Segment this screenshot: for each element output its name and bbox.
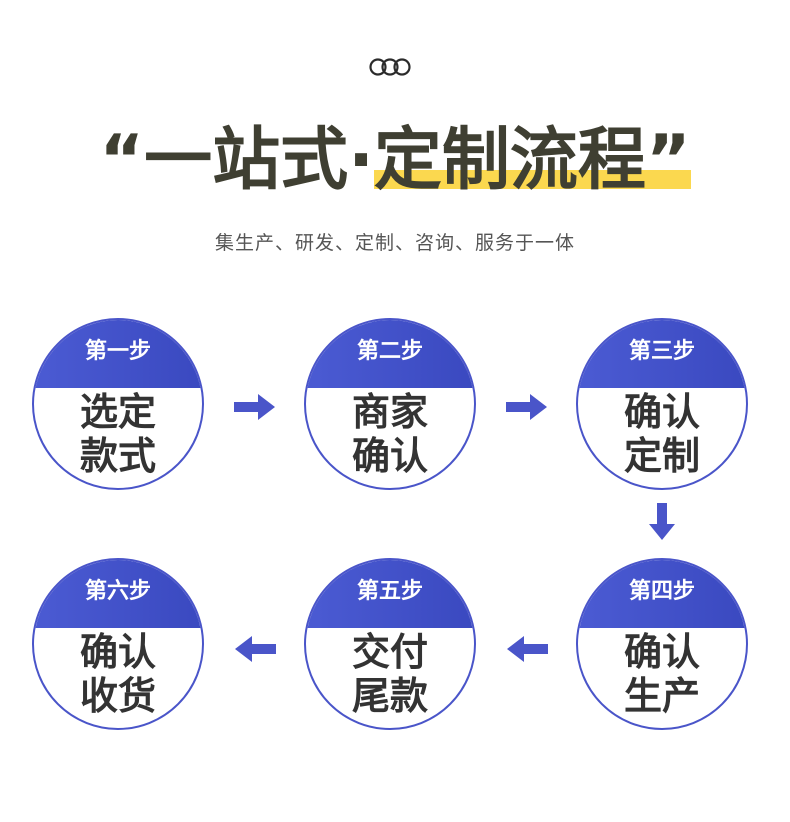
step-5-circle: 第五步 交付 尾款 xyxy=(304,558,476,730)
step-5-line-2: 尾款 xyxy=(351,674,428,718)
arrow-left-icon xyxy=(235,636,276,662)
step-3-text: 确认 定制 xyxy=(578,390,746,478)
step-3-line-2: 定制 xyxy=(623,434,700,478)
step-4-text: 确认 生产 xyxy=(578,630,746,718)
step-2-line-1: 商家 xyxy=(351,390,428,434)
subtitle: 集生产、研发、定制、咨询、服务于一体 xyxy=(214,232,575,254)
step-4-line-2: 生产 xyxy=(623,674,700,718)
step-2-line-2: 确认 xyxy=(351,434,428,478)
step-6-label: 第六步 xyxy=(34,560,202,628)
step-1-label: 第一步 xyxy=(34,320,202,388)
step-6-line-2: 收货 xyxy=(79,674,156,718)
title-part-two: 定制流程 xyxy=(373,121,646,200)
step-1-line-1: 选定 xyxy=(79,390,156,434)
step-2-circle: 第二步 商家 确认 xyxy=(304,318,476,490)
arrow-left-icon xyxy=(507,636,548,662)
step-6-text: 确认 收货 xyxy=(34,630,202,718)
page-title: “一站式·定制流程” xyxy=(0,118,790,204)
title-part-two-highlighted: 定制流程” xyxy=(373,121,691,200)
arrow-right-icon xyxy=(234,394,275,420)
step-1-text: 选定 款式 xyxy=(34,390,202,478)
step-4-circle: 第四步 确认 生产 xyxy=(576,558,748,730)
title-part-one: 一站式 xyxy=(144,121,349,200)
title-dot: · xyxy=(348,121,374,200)
quote-close: ” xyxy=(645,121,691,200)
step-6-circle: 第六步 确认 收货 xyxy=(32,558,204,730)
step-2-text: 商家 确认 xyxy=(306,390,474,478)
step-5-label: 第五步 xyxy=(306,560,474,628)
step-3-circle: 第三步 确认 定制 xyxy=(576,318,748,490)
step-5-line-1: 交付 xyxy=(351,630,428,674)
three-rings-icon xyxy=(369,58,411,76)
quote-open: “ xyxy=(99,121,145,200)
step-1-circle: 第一步 选定 款式 xyxy=(32,318,204,490)
step-3-label: 第三步 xyxy=(578,320,746,388)
step-1-line-2: 款式 xyxy=(79,434,156,478)
step-4-line-1: 确认 xyxy=(623,630,700,674)
step-4-label: 第四步 xyxy=(578,560,746,628)
step-3-line-1: 确认 xyxy=(623,390,700,434)
step-2-label: 第二步 xyxy=(306,320,474,388)
step-6-line-1: 确认 xyxy=(79,630,156,674)
arrow-down-icon xyxy=(649,503,675,540)
step-5-text: 交付 尾款 xyxy=(306,630,474,718)
arrow-right-icon xyxy=(506,394,547,420)
